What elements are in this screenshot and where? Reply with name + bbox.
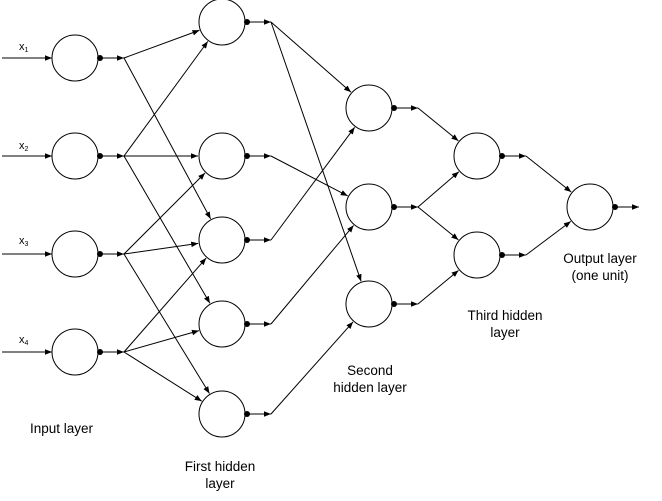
neuron-circle xyxy=(198,0,246,46)
input-layer-label: Input layer xyxy=(30,421,94,436)
neuron-circle xyxy=(198,216,246,264)
connection-arrow xyxy=(270,225,354,325)
first-hidden-neuron xyxy=(198,132,271,180)
connection-arrow xyxy=(270,21,352,93)
connection-arrow xyxy=(123,172,206,255)
neuron-circle xyxy=(345,280,393,328)
neuron-circle xyxy=(566,183,614,231)
output-layer-label: Output layer (one unit) xyxy=(563,251,637,283)
input-neuron xyxy=(51,230,124,278)
connection-arrow xyxy=(123,257,207,353)
neuron-circle xyxy=(51,328,99,376)
neuron-circle xyxy=(51,34,99,82)
connection-arrow xyxy=(270,155,348,197)
connection-arrow xyxy=(123,57,212,220)
third-hidden-neuron xyxy=(453,231,526,279)
neuron-circle xyxy=(453,132,501,180)
connection-arrow xyxy=(270,126,356,241)
neuron-circle xyxy=(198,132,246,180)
connection-arrow xyxy=(123,29,200,59)
input-label-x2: x2 xyxy=(19,140,29,154)
connection-arrow xyxy=(123,155,211,304)
input-label-x3: x3 xyxy=(19,235,29,249)
connection-arrow xyxy=(525,220,572,256)
neuron-circle xyxy=(198,300,246,348)
neuron-circle xyxy=(453,231,501,279)
second-hidden-neuron xyxy=(345,84,418,132)
second-hidden-neuron xyxy=(345,280,418,328)
third-hidden-neuron xyxy=(453,132,526,180)
connection-arrow xyxy=(123,351,202,402)
third-hidden-layer-label: Third hidden layer xyxy=(467,308,543,340)
input-neuron xyxy=(51,34,124,82)
second-hidden-neuron xyxy=(345,183,418,231)
neuron-circle xyxy=(345,84,393,132)
connection-arrow xyxy=(525,155,572,193)
first-hidden-neuron xyxy=(198,216,271,264)
connection-arrow xyxy=(123,329,200,353)
second-hidden-layer-label: Second hidden layer xyxy=(333,363,407,395)
connection-arrow xyxy=(417,206,459,241)
input-neuron xyxy=(51,132,124,180)
input-neuron xyxy=(51,328,124,376)
connection-arrow xyxy=(123,41,209,157)
first-hidden-neuron xyxy=(198,0,271,46)
connection-arrow xyxy=(417,107,459,142)
output-neuron xyxy=(566,183,639,231)
connection-arrow xyxy=(417,269,459,305)
first-hidden-neuron xyxy=(198,390,271,438)
connection-arrow xyxy=(123,241,199,255)
input-label-x4: x4 xyxy=(19,334,29,348)
connection-arrow xyxy=(270,321,354,415)
neuron-circle xyxy=(198,390,246,438)
first-hidden-layer-label: First hidden layer xyxy=(184,459,256,491)
input-label-x1: x1 xyxy=(19,41,29,55)
first-hidden-neuron xyxy=(198,300,271,348)
connection-arrow xyxy=(123,253,210,394)
neuron-circle xyxy=(51,132,99,180)
connection-arrow xyxy=(417,171,460,208)
neuron-circle xyxy=(51,230,99,278)
neuron-circle xyxy=(345,183,393,231)
connection-arrow xyxy=(270,21,362,282)
